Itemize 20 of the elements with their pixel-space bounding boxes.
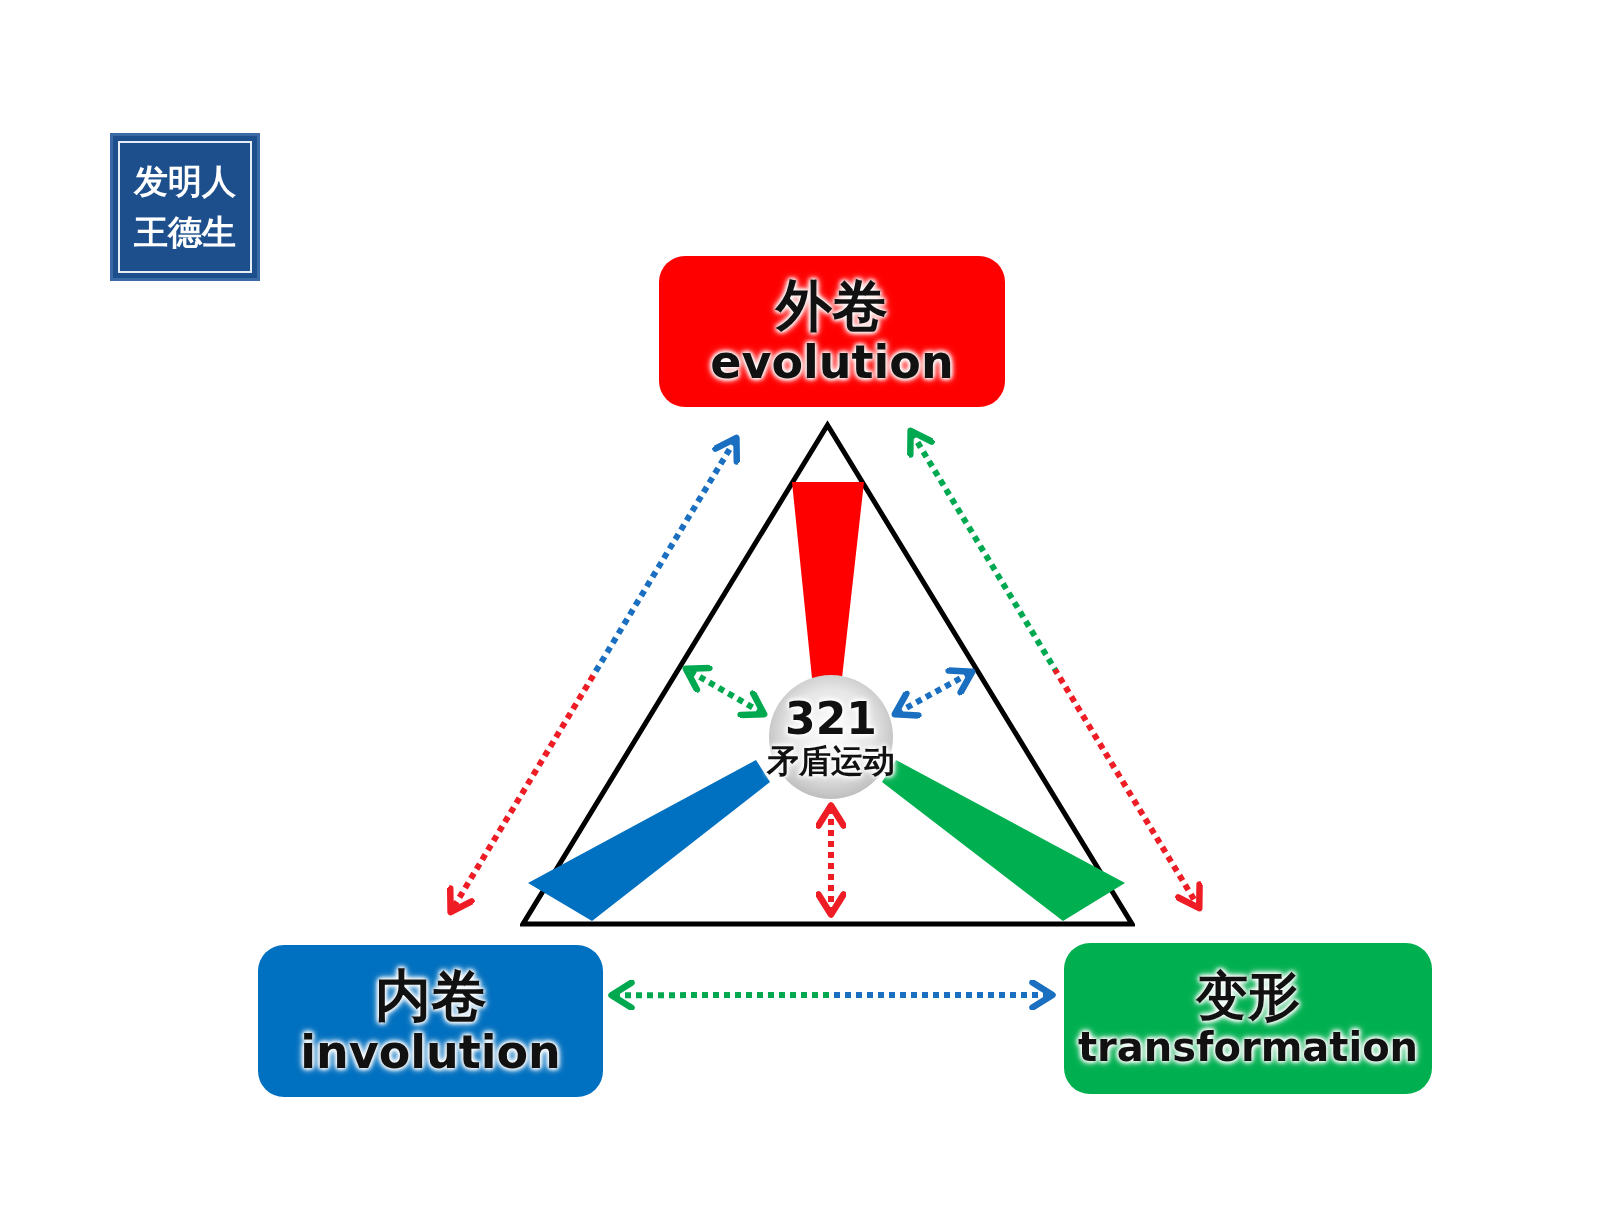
double-arrow — [682, 664, 768, 719]
box-label: involution — [300, 1026, 561, 1078]
double-arrow — [891, 667, 976, 719]
box-heading: 外卷 — [776, 275, 888, 337]
box-label: evolution — [710, 337, 954, 388]
circle-number: 321 — [785, 695, 877, 744]
concept-box — [258, 945, 603, 1097]
concept-box — [1064, 943, 1432, 1094]
concept-box — [659, 256, 1005, 407]
double-arrow — [608, 979, 1056, 1011]
double-arrow — [446, 434, 741, 916]
stamp-text: 发明人 — [134, 160, 236, 203]
circle-label: 矛盾运动 — [767, 743, 895, 779]
double-arrow — [907, 427, 1203, 912]
box-heading: 变形 — [1196, 967, 1300, 1026]
box-heading: 内卷 — [374, 964, 487, 1027]
stamp-text: 王德生 — [134, 211, 236, 254]
box-label: transformation — [1077, 1025, 1419, 1070]
seal-stamp — [110, 133, 260, 281]
double-arrow — [815, 802, 847, 918]
